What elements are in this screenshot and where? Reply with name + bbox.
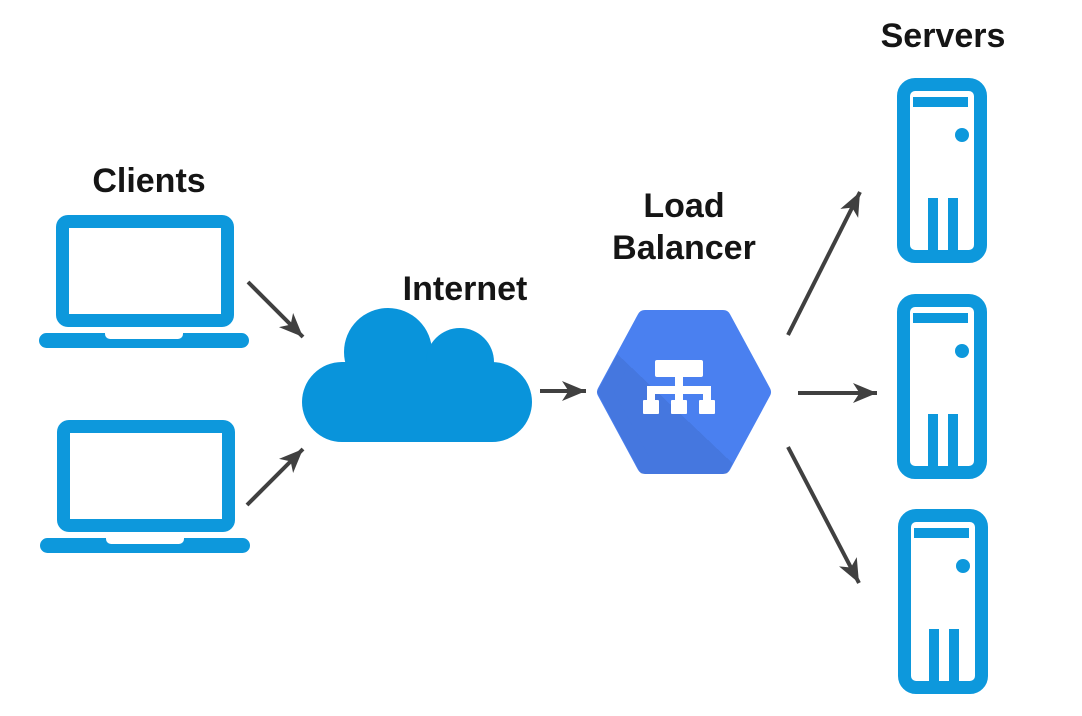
server-slot-bar	[913, 97, 968, 107]
clients-label: Clients	[92, 162, 206, 200]
edge-client1-internet-arrow	[246, 280, 305, 339]
server-icon-3	[898, 509, 988, 694]
edge-loadbalancer-server1-arrow	[786, 191, 862, 336]
internet-cloud-icon	[302, 308, 532, 442]
edge-loadbalancer-server3-arrow	[786, 446, 861, 584]
load-balancer-icon	[597, 310, 771, 474]
laptop-base	[40, 538, 250, 553]
laptop-screen	[56, 215, 234, 327]
laptop-screen	[57, 420, 235, 532]
load-balancer-label: Load Balancer	[612, 187, 756, 267]
server-vent-bar	[929, 629, 939, 681]
laptop-hinge-notch	[106, 538, 184, 544]
server-vent-bar	[948, 198, 958, 250]
server-power-dot	[955, 344, 969, 358]
network-tree-glyph	[643, 360, 715, 414]
laptop-base	[39, 333, 249, 348]
servers-label: Servers	[880, 17, 1006, 55]
internet-label: Internet	[402, 270, 528, 308]
server-slot-bar	[913, 313, 968, 323]
server-vent-bar	[928, 414, 938, 466]
server-power-dot	[956, 559, 970, 573]
client-laptop-icon-2	[40, 420, 250, 553]
client-laptop-icon-1	[39, 215, 249, 348]
server-slot-bar	[914, 528, 969, 538]
server-vent-bar	[928, 198, 938, 250]
laptop-hinge-notch	[105, 333, 183, 339]
server-power-dot	[955, 128, 969, 142]
server-icon-2	[897, 294, 987, 479]
server-vent-bar	[949, 629, 959, 681]
server-vent-bar	[948, 414, 958, 466]
edge-client2-internet-arrow	[245, 447, 305, 507]
server-icon-1	[897, 78, 987, 263]
